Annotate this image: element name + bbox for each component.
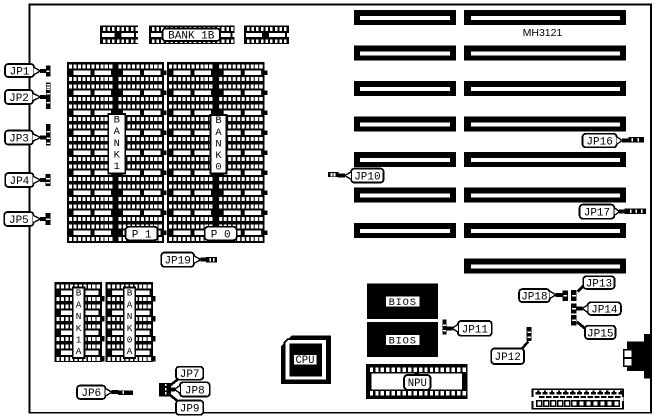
svg-text:JP13: JP13 xyxy=(586,279,612,291)
svg-text:N: N xyxy=(76,311,82,322)
svg-text:A: A xyxy=(76,299,82,310)
svg-text:B: B xyxy=(76,288,82,299)
svg-text:JP11: JP11 xyxy=(462,324,489,336)
svg-text:JP16: JP16 xyxy=(586,136,612,148)
svg-text:JP15: JP15 xyxy=(587,328,613,340)
svg-text:JP19: JP19 xyxy=(164,256,190,268)
svg-text:K: K xyxy=(127,323,133,334)
svg-text:1: 1 xyxy=(76,335,82,346)
svg-text:BIOS: BIOS xyxy=(389,335,417,347)
svg-text:JP10: JP10 xyxy=(354,172,380,184)
svg-text:JP2: JP2 xyxy=(9,93,29,105)
svg-text:JP1: JP1 xyxy=(10,66,30,78)
svg-text:JP5: JP5 xyxy=(9,215,29,227)
svg-text:CPU: CPU xyxy=(295,355,314,367)
svg-text:B: B xyxy=(215,115,221,127)
svg-text:B: B xyxy=(127,288,133,299)
svg-text:0: 0 xyxy=(215,162,221,174)
svg-text:A: A xyxy=(127,346,133,357)
svg-text:JP18: JP18 xyxy=(521,292,547,304)
svg-text:BANK 1B: BANK 1B xyxy=(168,31,215,43)
svg-text:JP14: JP14 xyxy=(591,305,618,317)
svg-text:JP3: JP3 xyxy=(9,133,29,145)
svg-text:1: 1 xyxy=(114,161,120,173)
svg-text:N: N xyxy=(114,138,120,150)
svg-text:N: N xyxy=(215,138,221,150)
svg-text:A: A xyxy=(76,346,82,357)
svg-text:JP8: JP8 xyxy=(185,385,205,397)
svg-text:JP4: JP4 xyxy=(9,176,29,188)
svg-text:A: A xyxy=(114,126,121,138)
svg-text:B: B xyxy=(114,115,120,127)
svg-text:JP9: JP9 xyxy=(180,404,200,416)
svg-text:K: K xyxy=(114,149,121,161)
svg-text:K: K xyxy=(76,323,82,334)
svg-text:0: 0 xyxy=(127,335,133,346)
svg-text:JP17: JP17 xyxy=(584,208,610,220)
svg-text:BIOS: BIOS xyxy=(389,297,417,309)
svg-text:NPU: NPU xyxy=(408,378,427,390)
svg-text:P 0: P 0 xyxy=(211,229,231,241)
svg-text:JP12: JP12 xyxy=(494,352,520,364)
svg-text:K: K xyxy=(215,150,222,162)
svg-text:A: A xyxy=(215,127,222,139)
svg-text:JP6: JP6 xyxy=(81,388,101,400)
svg-text:N: N xyxy=(127,311,133,322)
svg-text:JP7: JP7 xyxy=(180,369,200,381)
svg-text:P 1: P 1 xyxy=(132,229,152,241)
svg-text:A: A xyxy=(127,299,133,310)
svg-text:MH3121: MH3121 xyxy=(523,27,563,39)
